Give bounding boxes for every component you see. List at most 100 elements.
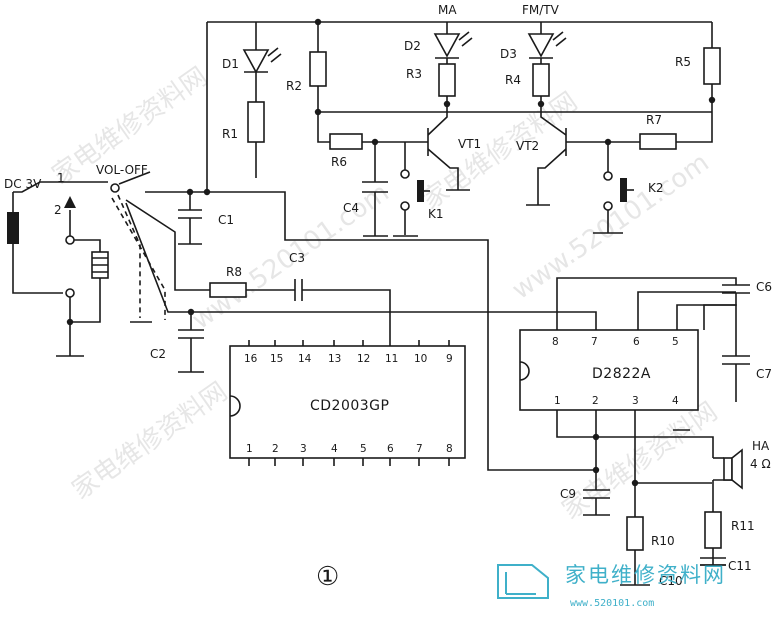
vt2-label: VT2 bbox=[516, 139, 539, 153]
r11-label: R11 bbox=[731, 519, 755, 533]
capacitor-c1 bbox=[178, 209, 202, 219]
cd2003-pin: 7 bbox=[416, 443, 423, 455]
switch-contact bbox=[65, 235, 75, 245]
r3-label: R3 bbox=[406, 67, 422, 81]
cd2003-pin: 9 bbox=[446, 353, 453, 365]
c9-label: C9 bbox=[560, 487, 576, 501]
c11-label: C11 bbox=[728, 559, 752, 573]
d2822-pin: 2 bbox=[592, 395, 599, 407]
capacitor-c3 bbox=[294, 279, 303, 301]
c3-label: C3 bbox=[289, 251, 305, 265]
power-source bbox=[7, 171, 151, 298]
logo-text: 家电维修资料网 bbox=[565, 563, 726, 587]
chip-d2822a: D2822A 8 7 6 5 1 2 3 4 bbox=[519, 329, 699, 411]
r10-label: R10 bbox=[651, 534, 675, 548]
d3-label: D3 bbox=[500, 47, 517, 61]
led-d1 bbox=[242, 47, 282, 74]
resistor-r11 bbox=[704, 511, 722, 549]
dc-jack bbox=[7, 212, 19, 244]
capacitors bbox=[178, 181, 750, 566]
resistor-r8 bbox=[209, 282, 247, 298]
chip-cd2003gp: CD2003GP 16 15 14 13 12 11 10 9 1 2 3 4 … bbox=[229, 345, 466, 459]
r2-label: R2 bbox=[286, 79, 302, 93]
k2-label: K2 bbox=[648, 181, 664, 195]
capacitor-c11 bbox=[700, 557, 726, 566]
switch-pos2-label: 2 bbox=[54, 203, 62, 217]
leds bbox=[242, 31, 567, 74]
watermark-text: 家电维修资料网 bbox=[67, 377, 233, 506]
resistor-r3 bbox=[438, 63, 456, 97]
capacitor-c7 bbox=[722, 355, 750, 365]
ha-label: HA bbox=[752, 439, 770, 453]
figure-number: ① bbox=[316, 562, 339, 592]
cd2003-pin: 10 bbox=[414, 353, 427, 365]
chip-d2822-name: D2822A bbox=[592, 366, 651, 382]
c10-label: C10 bbox=[659, 574, 683, 588]
switch-pivot bbox=[110, 183, 120, 193]
c7-label: C7 bbox=[756, 367, 772, 381]
ma-label: MA bbox=[438, 3, 457, 17]
site-logo: 家电维修资料网 www.520101.com bbox=[497, 563, 726, 609]
watermark-text: 家电维修资料网 bbox=[417, 87, 583, 216]
d2822-pin: 1 bbox=[554, 395, 561, 407]
resistor-r6 bbox=[329, 133, 363, 150]
vol-off-label: VOL-OFF bbox=[96, 163, 148, 177]
resistor-r4 bbox=[532, 63, 550, 97]
d1-label: D1 bbox=[222, 57, 239, 71]
c1-label: C1 bbox=[218, 213, 234, 227]
d2822-pin: 8 bbox=[552, 336, 559, 348]
button-k2 bbox=[603, 171, 634, 211]
cd2003-pin: 11 bbox=[385, 353, 398, 365]
d2822-pin: 6 bbox=[633, 336, 640, 348]
cd2003-pin: 16 bbox=[244, 353, 258, 365]
r5-label: R5 bbox=[675, 55, 691, 69]
d2822-pin: 7 bbox=[591, 336, 598, 348]
c2-label: C2 bbox=[150, 347, 166, 361]
k1-label: K1 bbox=[428, 207, 444, 221]
wires bbox=[12, 21, 737, 585]
r8-label: R8 bbox=[226, 265, 242, 279]
cd2003-pin: 8 bbox=[446, 443, 453, 455]
resistors bbox=[209, 47, 722, 551]
speaker-ha bbox=[713, 448, 743, 490]
cd2003-pin: 5 bbox=[360, 443, 367, 455]
cd2003-pin: 12 bbox=[357, 353, 370, 365]
capacitor-c6 bbox=[722, 284, 750, 294]
logo-icon bbox=[497, 564, 549, 599]
logo-url: www.520101.com bbox=[570, 598, 654, 609]
cd2003-pin: 3 bbox=[300, 443, 307, 455]
capacitor-c4 bbox=[362, 181, 388, 193]
ha-ohm-label: 4 Ω bbox=[750, 457, 771, 471]
d2-label: D2 bbox=[404, 39, 421, 53]
r4-label: R4 bbox=[505, 73, 521, 87]
cd2003-pin: 6 bbox=[387, 443, 394, 455]
cd2003-pin: 15 bbox=[270, 353, 283, 365]
resistor-r2 bbox=[309, 51, 327, 87]
r6-label: R6 bbox=[331, 155, 347, 169]
r7-label: R7 bbox=[646, 113, 662, 127]
resistor-r10 bbox=[626, 516, 644, 551]
resistor-r5 bbox=[703, 47, 721, 85]
resistor-r7 bbox=[639, 133, 677, 150]
watermark-text: 家电维修资料网 bbox=[557, 397, 723, 526]
r1-label: R1 bbox=[222, 127, 238, 141]
ground-symbols bbox=[56, 189, 726, 586]
cd2003-pin: 4 bbox=[331, 443, 338, 455]
component-labels: DC 3V 1 2 VOL-OFF D1 D2 D3 MA FM/TV R1 R… bbox=[4, 3, 772, 588]
cd2003-pin: 13 bbox=[328, 353, 341, 365]
d2822-pin: 4 bbox=[672, 395, 679, 407]
switch-pos1-label: 1 bbox=[57, 171, 65, 185]
push-buttons bbox=[400, 169, 634, 211]
dc-label: DC 3V bbox=[4, 177, 42, 191]
cd2003-pin: 1 bbox=[246, 443, 253, 455]
junction-dots bbox=[66, 18, 716, 487]
switch-contact bbox=[65, 288, 75, 298]
fmtv-label: FM/TV bbox=[522, 3, 560, 17]
d2822-pin: 3 bbox=[632, 395, 639, 407]
d2822-pin: 5 bbox=[672, 336, 679, 348]
c4-label: C4 bbox=[343, 201, 359, 215]
button-k1 bbox=[400, 169, 430, 211]
cd2003-pin: 14 bbox=[298, 353, 312, 365]
c6-label: C6 bbox=[756, 280, 772, 294]
